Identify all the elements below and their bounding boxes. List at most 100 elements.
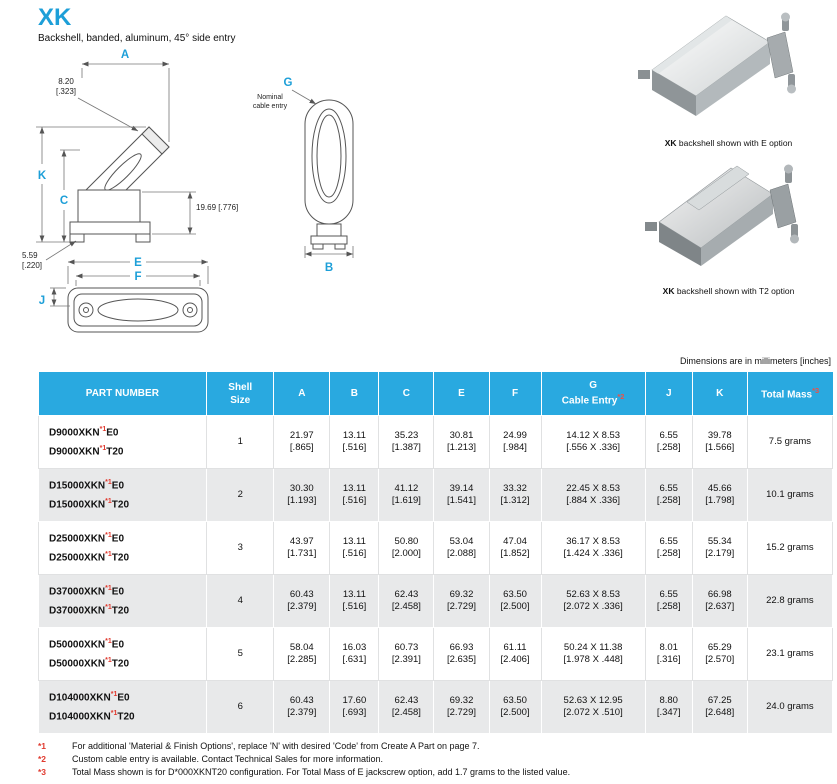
dim-cell-k: 66.98[2.637] [691, 574, 748, 628]
dim-cell-a: 60.43[2.379] [273, 574, 331, 628]
dim-cell-j: 6.55[.258] [644, 468, 693, 522]
total-mass-cell: 24.0 grams [746, 680, 834, 734]
bottom-view-outline [67, 287, 209, 333]
dim-cell-k: 55.34[2.179] [691, 521, 748, 575]
column-header-b: B [329, 371, 380, 416]
footnote-text: Custom cable entry is available. Contact… [72, 754, 383, 764]
backshell-t2-option-image [644, 164, 799, 266]
dim-label-c: C [60, 195, 68, 207]
dim-cell-b: 13.11[.516] [329, 574, 380, 628]
footnote-ref: *1 [105, 604, 112, 611]
dim-cell-c: 62.43[2.458] [378, 680, 435, 734]
dim-cell-k: 45.66[1.798] [691, 468, 748, 522]
part-number: D37000XKN*1E0 [49, 584, 125, 597]
part-number: D9000XKN*1E0 [49, 425, 119, 438]
caption-t2-text: backshell shown with T2 option [674, 286, 795, 296]
footnote-ref: *1 [99, 425, 107, 433]
dim-cell-a: 58.04[2.285] [273, 627, 331, 681]
dim-cell-f: 24.99[.984] [488, 415, 542, 469]
caption-t2-option: XK backshell shown with T2 option [626, 286, 831, 296]
footnote-ref: *1 [105, 531, 112, 539]
dim-cell-j: 8.01[.316] [644, 627, 693, 681]
part-number: D50000XKN*1E0 [49, 637, 125, 650]
column-header-e: E [433, 371, 490, 416]
shell-size-cell: 6 [206, 680, 275, 734]
total-mass-cell: 15.2 grams [746, 521, 834, 575]
footnote-ref: *1 [99, 445, 107, 452]
dim-value-left-mm: 5.59 [22, 251, 38, 260]
footnote-ref: *1 [105, 584, 112, 592]
dim-cell-e: 69.32[2.729] [433, 574, 490, 628]
dim-label-j: J [39, 295, 45, 307]
dim-cell-k: 67.25[2.648] [691, 680, 748, 734]
total-mass-cell: 23.1 grams [746, 627, 834, 681]
dim-value-left-in: [.220] [22, 261, 42, 270]
front-view-dimensions [291, 89, 354, 258]
page-title: XK [38, 4, 72, 31]
caption-e-option: XK backshell shown with E option [626, 138, 831, 148]
dim-cell-f: 63.50[2.500] [488, 574, 542, 628]
footnote-text: For additional 'Material & Finish Option… [72, 741, 480, 751]
footnote-ref: *3 [812, 385, 820, 395]
dim-cell-g: 14.12 X 8.53[.556 X .336] [540, 415, 646, 469]
bottom-view-dimensions [50, 259, 209, 307]
caption-e-bold: XK [664, 138, 677, 148]
column-header-part-number: PART NUMBER [38, 371, 208, 416]
dim-cell-f: 61.11[2.406] [488, 627, 542, 681]
dim-cell-a: 30.30[1.193] [273, 468, 331, 522]
part-number: D50000XKN*1T20 [49, 657, 130, 670]
dim-cell-c: 35.23[1.387] [378, 415, 435, 469]
shell-size-cell: 2 [206, 468, 275, 522]
part-number: D104000XKN*1E0 [49, 690, 130, 703]
front-view-outline [304, 99, 354, 250]
dim-cell-j: 6.55[.258] [644, 521, 693, 575]
dim-cell-k: 39.78[1.566] [691, 415, 748, 469]
part-number: D25000XKN*1T20 [49, 551, 130, 564]
total-mass-cell: 22.8 grams [746, 574, 834, 628]
dim-cell-c: 62.43[2.458] [378, 574, 435, 628]
part-number: D15000XKN*1T20 [49, 498, 130, 511]
footnote-marker: *3 [38, 767, 47, 777]
footnote-ref: *1 [110, 690, 118, 698]
part-number: D9000XKN*1T20 [49, 445, 124, 458]
dim-cell-c: 60.73[2.391] [378, 627, 435, 681]
dim-cell-g: 22.45 X 8.53[.884 X .336] [540, 468, 646, 522]
dim-cell-a: 43.97[1.731] [273, 521, 331, 575]
side-view-dimensions [36, 61, 196, 261]
technical-drawings: A K C 8.20 [.323] 19.69 [.776] 5.59 [.22… [22, 49, 354, 333]
dim-cell-b: 13.11[.516] [329, 521, 380, 575]
caption-e-text: backshell shown with E option [676, 138, 793, 148]
dim-cell-e: 66.93[2.635] [433, 627, 490, 681]
total-mass-cell: 10.1 grams [746, 468, 834, 522]
footnote-ref: *1 [105, 551, 112, 558]
dim-label-g: G [284, 77, 293, 89]
side-view-outline [69, 126, 170, 243]
backshell-e-option-image [638, 12, 796, 116]
dim-cell-e: 69.32[2.729] [433, 680, 490, 734]
dim-label-e: E [134, 257, 142, 269]
shell-size-cell: 5 [206, 627, 275, 681]
product-photo-e-option: XK backshell shown with E option [626, 8, 831, 148]
dim-cell-g: 50.24 X 11.38[1.978 X .448] [540, 627, 646, 681]
page-subtitle: Backshell, banded, aluminum, 45° side en… [38, 33, 236, 44]
dim-cell-e: 30.81[1.213] [433, 415, 490, 469]
footnote-ref: *1 [105, 657, 112, 664]
column-header-total-mass: Total Mass*3 [746, 371, 833, 416]
dim-cell-e: 39.14[1.541] [433, 468, 490, 522]
dim-cell-f: 47.04[1.852] [488, 521, 542, 575]
dim-cell-k: 65.29[2.570] [691, 627, 748, 681]
dim-cell-b: 17.60[.693] [329, 680, 380, 734]
